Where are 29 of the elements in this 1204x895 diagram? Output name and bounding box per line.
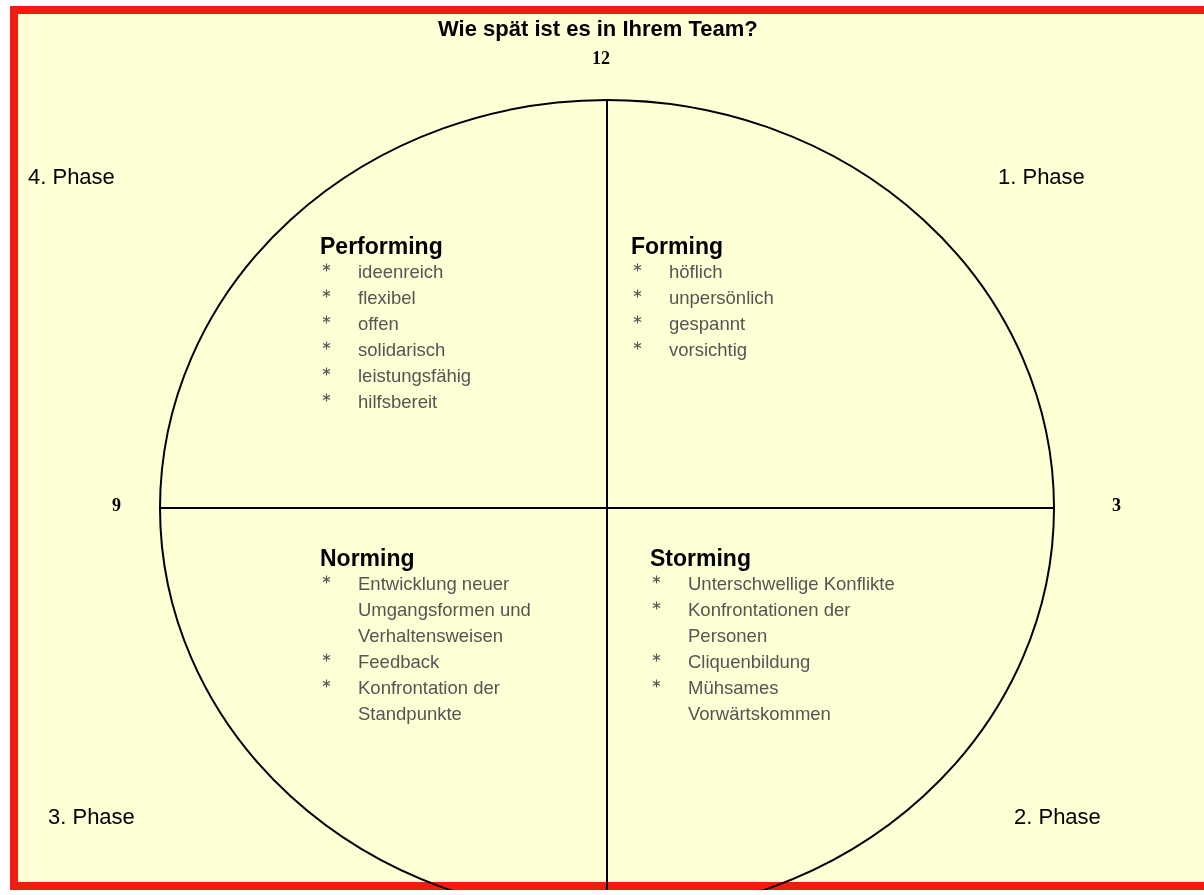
clock-number: 9	[112, 495, 121, 516]
list-item-text: flexibel	[358, 287, 416, 308]
list-item-text: gespannt	[669, 313, 746, 334]
list-item-text: Mühsames Vorwärtskommen	[688, 677, 831, 724]
phase-heading: Forming	[631, 233, 724, 259]
phase-label: 2. Phase	[1014, 804, 1101, 830]
list-item-text: hilfsbereit	[358, 391, 438, 412]
title: Wie spät ist es in Ihrem Team?	[438, 16, 758, 42]
list-item-text: höflich	[669, 261, 723, 282]
phase-heading: Performing	[320, 233, 444, 259]
list-item-text: Unterschwellige Konflikte	[688, 573, 895, 594]
phase-heading: Storming	[650, 545, 752, 571]
clock-number: 3	[1112, 495, 1121, 516]
list-item-text: offen	[358, 313, 399, 334]
clock-number: 12	[592, 48, 610, 69]
list-item-text: solidarisch	[358, 339, 446, 360]
list-item-text: ideenreich	[358, 261, 444, 282]
list-item-text: Konfrontationen der Personen	[688, 599, 851, 646]
phase-label: 1. Phase	[998, 164, 1085, 190]
phase-label: 4. Phase	[28, 164, 115, 190]
list-item-text: vorsichtig	[669, 339, 748, 360]
list-item-text: Feedback	[358, 651, 440, 672]
phase-label: 3. Phase	[48, 804, 135, 830]
list-item-text: leistungsfähig	[358, 365, 472, 386]
list-item-text: Cliquenbildung	[688, 651, 811, 672]
phase-heading: Norming	[320, 545, 416, 571]
list-item-text: unpersönlich	[669, 287, 774, 308]
list-item-text: Konfrontation der Standpunkte	[358, 677, 500, 724]
list-item-text: Entwicklung neuer Umgangsformen und Verhaltensweisen	[358, 573, 531, 646]
